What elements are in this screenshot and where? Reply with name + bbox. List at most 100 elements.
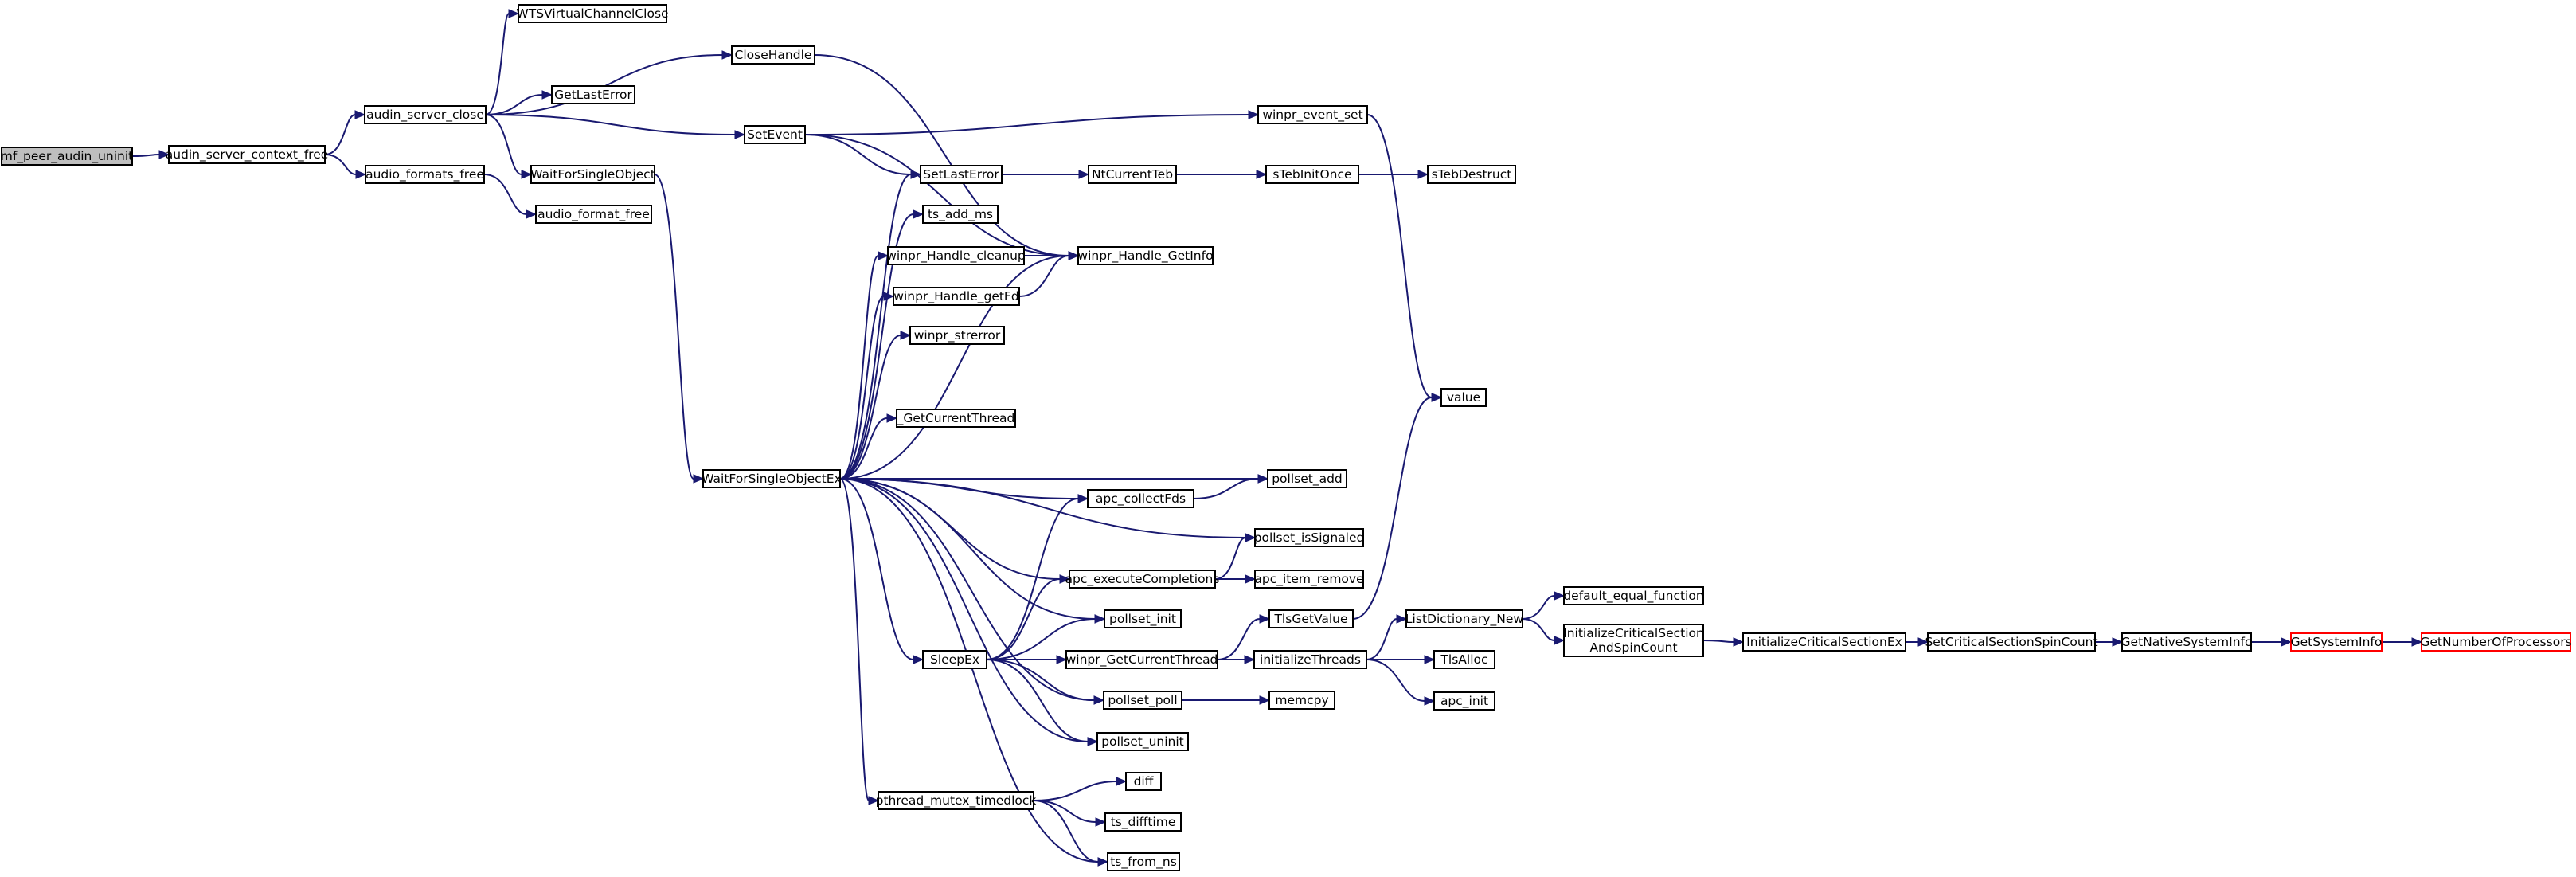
edge-arrowhead (878, 251, 889, 260)
node-diff[interactable]: diff (1125, 772, 1162, 791)
node-box (168, 145, 326, 164)
edge-audin-server-close-to-wait-for-single-object (485, 114, 522, 175)
edge-arrowhead (1097, 857, 1109, 867)
edge-arrowhead (1077, 494, 1089, 503)
node-winpr-get-current-thread[interactable]: winpr_GetCurrentThread (1065, 650, 1218, 669)
node-list-dictionary-new[interactable]: ListDictionary_New (1405, 609, 1523, 628)
edge-wait-for-single-object-ex-to-sleep-ex (839, 478, 914, 660)
node-tls-alloc[interactable]: TlsAlloc (1433, 650, 1495, 669)
node-box (1427, 165, 1516, 184)
node-set-last-error[interactable]: SetLastError (920, 165, 1003, 184)
node-get-last-error[interactable]: GetLastError (551, 85, 635, 104)
node-winpr-handle-get-info[interactable]: winpr_Handle_GetInfo (1077, 246, 1214, 265)
node-s-teb-init-once[interactable]: sTebInitOnce (1265, 165, 1359, 184)
node-apc-collect-fds[interactable]: apc_collectFds (1087, 489, 1194, 508)
node-value[interactable]: value (1440, 388, 1487, 407)
node-tls-get-value[interactable]: TlsGetValue (1268, 609, 1354, 628)
node-initialize-critical-section-ex[interactable]: InitializeCriticalSectionEx (1742, 632, 1906, 652)
node-winpr-event-set[interactable]: winpr_event_set (1257, 105, 1368, 124)
edge-arrowhead (693, 474, 705, 484)
node-audio-formats-free[interactable]: audio_formats_free (365, 165, 485, 184)
edge-audin-server-close-to-close-handle (485, 54, 723, 115)
edge-arrowhead (910, 170, 922, 179)
edge-pthread-mutex-timedlock-to-ts-from-ns (1033, 800, 1099, 863)
edge-arrowhead (1116, 777, 1128, 786)
node-pollset-init[interactable]: pollset_init (1104, 609, 1182, 628)
node-label: pollset_isSignaled (1254, 531, 1365, 546)
node-audin-server-context-free[interactable]: audin_server_context_free (166, 145, 329, 164)
node-pollset-add[interactable]: pollset_add (1267, 469, 1347, 488)
node-label: default_equal_function (1563, 589, 1703, 604)
node-mf-peer-audin-uninit[interactable]: mf_peer_audin_uninit (1, 147, 134, 166)
node-wait-for-single-object-ex[interactable]: WaitForSingleObjectEx (702, 469, 842, 488)
edge-arrowhead (1078, 170, 1090, 179)
node-close-handle[interactable]: CloseHandle (731, 45, 815, 65)
node-label: pollset_add (1272, 472, 1343, 487)
node-nt-current-teb[interactable]: NtCurrentTeb (1088, 165, 1177, 184)
node-wtsvirtual-channel-close[interactable]: WTSVirtualChannelClose (516, 4, 669, 23)
node-winpr-handle-get-fd[interactable]: winpr_Handle_getFd (893, 287, 1020, 306)
node-pollset-poll[interactable]: pollset_poll (1103, 691, 1182, 710)
node-set-critical-section-spin-count[interactable]: SetCriticalSectionSpinCount (1925, 632, 2098, 652)
node-label: pollset_uninit (1101, 734, 1184, 750)
edge-arrowhead (2411, 637, 2423, 647)
edge-wait-for-single-object-ex-to-apc-execute-completions (839, 478, 1061, 580)
node-box (887, 246, 1025, 265)
node-wait-for-single-object[interactable]: WaitForSingleObject (530, 165, 655, 184)
edge-audio-formats-free-to-audio-format-free (483, 174, 527, 215)
node-memcpy[interactable]: memcpy (1268, 691, 1335, 710)
edge-wait-for-single-object-ex-to-pollset-poll (839, 478, 1095, 701)
edge-wait-for-single-object-ex-to-winpr-handle-get-fd (839, 296, 885, 480)
node-apc-item-remove[interactable]: apc_item_remove (1254, 570, 1364, 589)
node-box (1104, 609, 1182, 628)
node-initialize-threads[interactable]: initializeThreads (1253, 650, 1367, 669)
node-box (1254, 528, 1364, 547)
edge-set-event-to-winpr-event-set (804, 114, 1249, 135)
node-audio-format-free[interactable]: audio_format_free (535, 205, 652, 224)
node-label: winpr_event_set (1262, 108, 1362, 123)
node-label: apc_init (1440, 694, 1488, 709)
node-s-teb-destruct[interactable]: sTebDestruct (1427, 165, 1516, 184)
node-box (731, 45, 815, 65)
node-box (2121, 632, 2252, 652)
node-ts-from-ns[interactable]: ts_from_ns (1107, 852, 1180, 871)
node-apc-execute-completions[interactable]: apc_executeCompletions (1065, 570, 1220, 589)
edge-apc-execute-completions-to-pollset-is-signaled (1214, 537, 1246, 580)
edge-arrowhead (1554, 636, 1566, 645)
edge-arrowhead (1087, 737, 1099, 746)
edge-close-handle-to-winpr-handle-get-info (814, 54, 1069, 256)
node-set-event[interactable]: SetEvent (744, 125, 806, 144)
edge-arrowhead (1059, 574, 1071, 584)
node-get-number-of-processors[interactable]: GetNumberOfProcessors (2420, 632, 2572, 652)
edge-winpr-get-current-thread-to-tls-get-value (1217, 618, 1261, 660)
edge-arrowhead (1056, 655, 1068, 664)
node-default-equal-function[interactable]: default_equal_function (1563, 586, 1704, 605)
node-label: SetLastError (923, 167, 999, 182)
node-box (535, 205, 652, 224)
node-ts-add-ms[interactable]: ts_add_ms (922, 205, 999, 224)
node-pthread-mutex-timedlock[interactable]: pthread_mutex_timedlock (876, 791, 1037, 810)
node-pollset-is-signaled[interactable]: pollset_isSignaled (1254, 528, 1365, 547)
node-audin-server-close[interactable]: audin_server_close (364, 105, 487, 124)
node-sleep-ex[interactable]: SleepEx (922, 650, 987, 669)
node-get-current-thread[interactable]: _GetCurrentThread (896, 409, 1016, 428)
node-label: WTSVirtualChannelClose (516, 6, 668, 21)
edge-arrowhead (541, 90, 553, 100)
node-pollset-uninit[interactable]: pollset_uninit (1096, 732, 1189, 751)
edge-wait-for-single-object-ex-to-ts-add-ms (839, 213, 914, 480)
node-box (1104, 812, 1182, 832)
node-get-system-info[interactable]: GetSystemInfo (2290, 632, 2383, 652)
edge-initialize-threads-to-apc-init (1366, 659, 1425, 702)
node-ts-difftime[interactable]: ts_difftime (1104, 812, 1182, 832)
node-label: ts_difftime (1111, 815, 1176, 830)
edge-winpr-event-set-to-value (1366, 114, 1433, 398)
edge-arrowhead (1424, 655, 1436, 664)
node-apc-init[interactable]: apc_init (1433, 691, 1495, 711)
edge-wait-for-single-object-ex-to-pollset-init (839, 478, 1096, 620)
node-winpr-strerror[interactable]: winpr_strerror (909, 326, 1005, 345)
node-label: value (1447, 390, 1480, 405)
edges-layer (131, 9, 2423, 867)
node-winpr-handle-cleanup[interactable]: winpr_Handle_cleanup (886, 246, 1026, 265)
node-get-native-system-info[interactable]: GetNativeSystemInfo (2121, 632, 2253, 652)
